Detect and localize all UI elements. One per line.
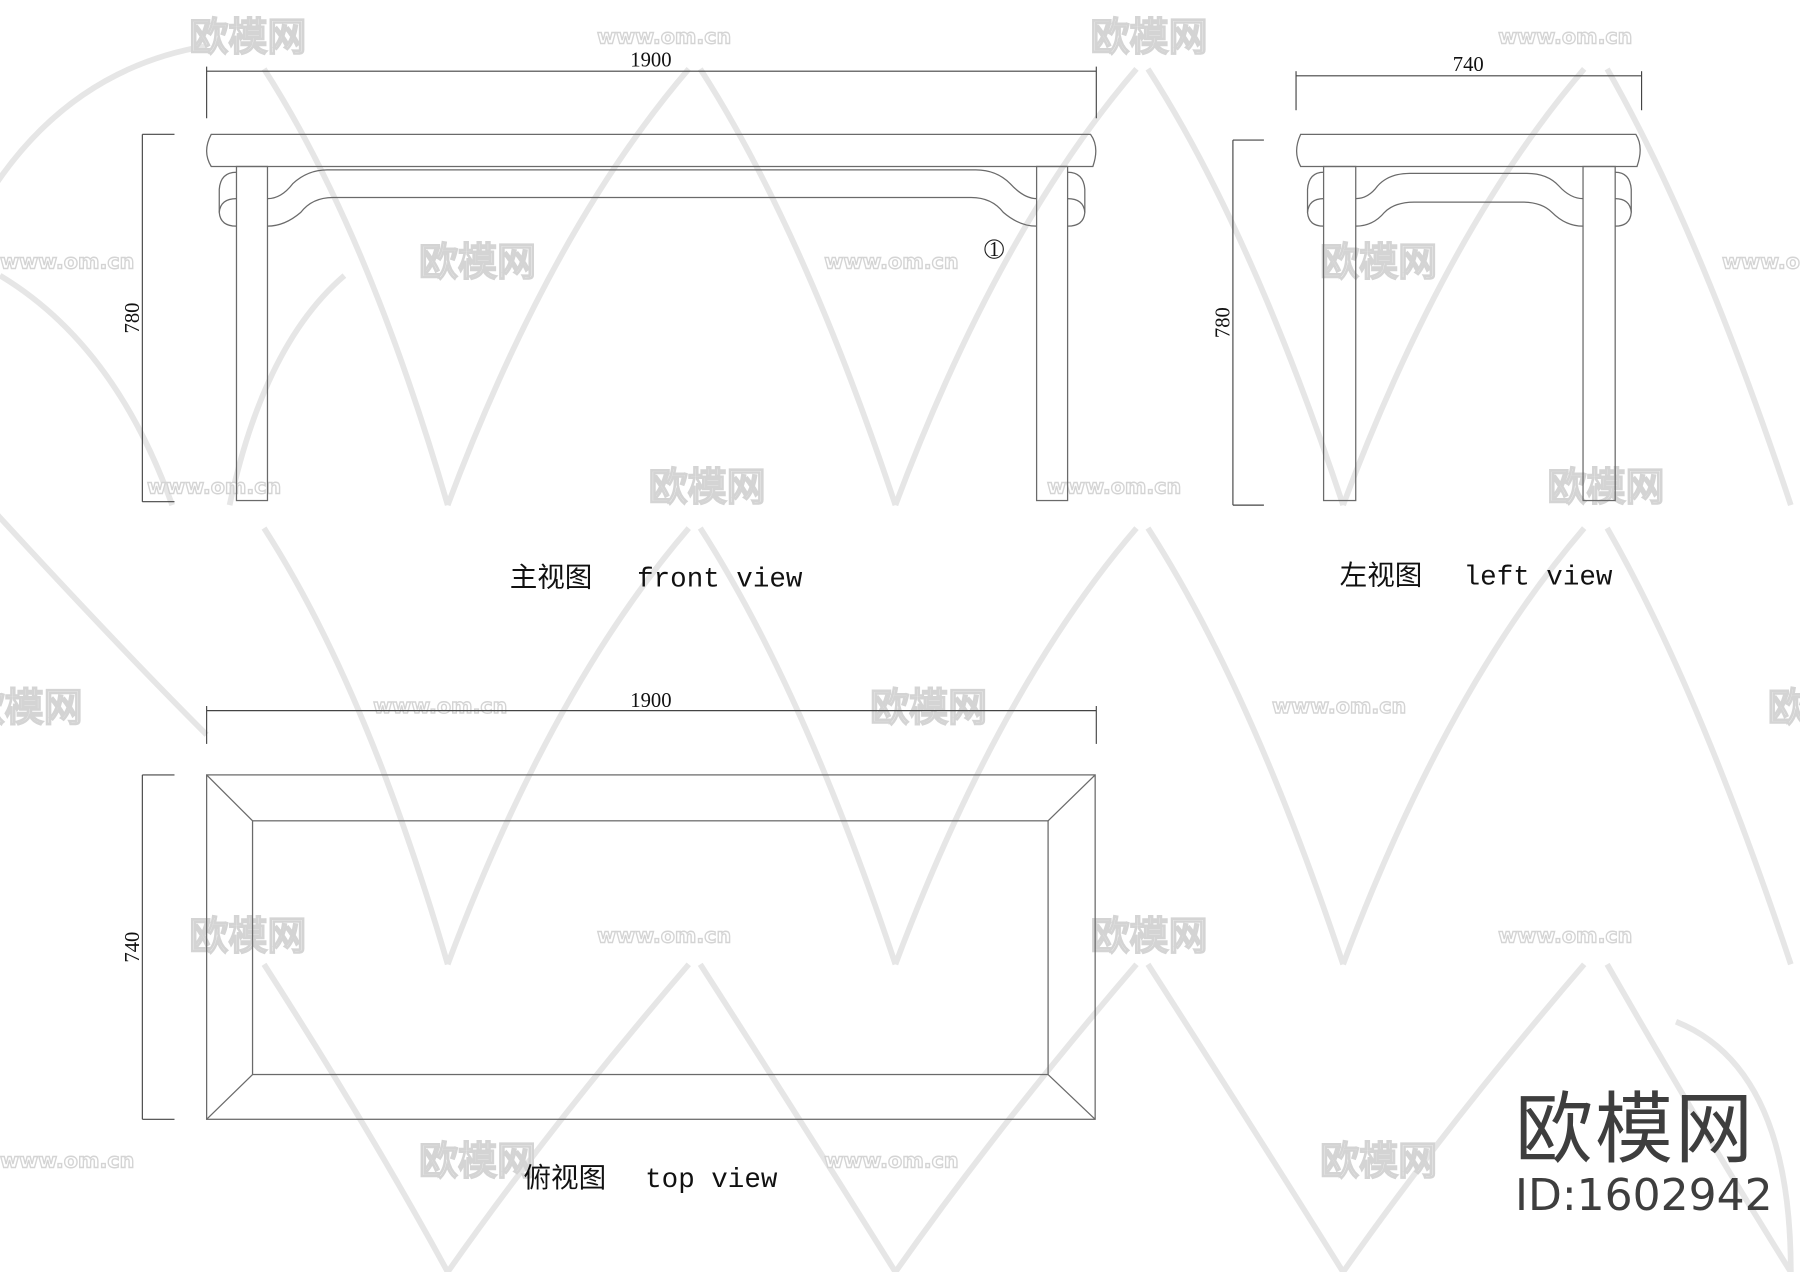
svg-text:欧模网: 欧模网 — [0, 686, 83, 731]
left-view-caption: 左视图 left view — [1340, 559, 1613, 593]
left-view: 740 780 左视图 left view — [1212, 54, 1643, 593]
svg-text:www.om.cn: www.om.cn — [1272, 694, 1406, 718]
top-miter-br — [1047, 1074, 1096, 1120]
svg-text:欧模网: 欧模网 — [1547, 466, 1664, 511]
front-left-leg — [235, 165, 269, 502]
part-marker-1: 1 — [984, 239, 1004, 261]
top-width-dimension: 1900 — [206, 690, 1097, 744]
front-apron-upper — [267, 169, 1037, 200]
front-view: 1900 780 1 主视图 front view — [122, 50, 1097, 596]
left-height-dimension: 780 — [1212, 139, 1264, 506]
svg-text:欧模网: 欧模网 — [419, 241, 536, 286]
svg-text:www.om.cn: www.om.cn — [0, 250, 134, 274]
top-view: 1900 740 俯视图 top view — [122, 690, 1097, 1196]
front-right-leg — [1035, 165, 1069, 502]
left-back-wrap — [1615, 171, 1632, 227]
top-miter-bl — [206, 1074, 253, 1120]
left-apron-upper — [1355, 172, 1584, 200]
top-height-dimension: 740 — [122, 774, 175, 1120]
front-view-caption: 主视图 front view — [510, 562, 803, 596]
svg-text:www.om.cn: www.om.cn — [824, 250, 958, 274]
front-apron-lower — [267, 196, 1037, 227]
svg-text:www.om.cn: www.om.cn — [824, 1149, 958, 1173]
svg-text:俯视图: 俯视图 — [523, 1162, 606, 1194]
brand-stamp: 欧模网 ID:1602942 — [1515, 1088, 1773, 1220]
left-front-wrap-inner — [1306, 197, 1324, 213]
top-view-caption: 俯视图 top view — [523, 1162, 777, 1196]
svg-text:www.om.cn: www.om.cn — [597, 25, 731, 49]
svg-text:www.om.cn: www.om.cn — [147, 475, 281, 499]
svg-text:欧模网: 欧模网 — [649, 466, 766, 511]
svg-text:欧模网: 欧模网 — [870, 686, 987, 731]
svg-text:欧模网: 欧模网 — [189, 914, 306, 959]
svg-text:1900: 1900 — [630, 690, 671, 712]
front-width-dimension: 1900 — [206, 50, 1097, 119]
svg-text:www.om.cn: www.om.cn — [1498, 924, 1632, 948]
left-front-leg — [1322, 165, 1357, 502]
svg-text:www.om.cn: www.om.cn — [0, 1149, 134, 1173]
svg-text:1900: 1900 — [630, 50, 671, 72]
top-outer-frame — [206, 774, 1096, 1120]
front-left-wrap — [218, 171, 237, 227]
front-left-wrap-inner — [218, 197, 237, 213]
left-back-wrap-inner — [1615, 197, 1632, 213]
svg-text:www.om.cn: www.om.cn — [1498, 25, 1632, 49]
left-apron-lower — [1355, 201, 1584, 227]
watermark-text: 欧模网 www.om.cn 欧模网 www.om.cn www.om.cn 欧模… — [0, 15, 1800, 1185]
svg-text:www.om.cn: www.om.cn — [1047, 475, 1181, 499]
top-miter-tr — [1047, 774, 1096, 822]
svg-text:1: 1 — [989, 239, 999, 261]
front-right-wrap-inner — [1067, 197, 1086, 213]
svg-text:front view: front view — [637, 565, 803, 596]
svg-text:740: 740 — [122, 932, 144, 963]
svg-text:欧模网: 欧模网 — [1768, 686, 1800, 731]
svg-text:780: 780 — [1212, 307, 1234, 338]
svg-text:740: 740 — [1453, 54, 1484, 76]
left-tabletop — [1295, 133, 1641, 168]
svg-text:780: 780 — [122, 303, 144, 334]
model-id: ID:1602942 — [1515, 1170, 1773, 1221]
top-inner-panel — [251, 820, 1049, 1076]
svg-text:欧模网: 欧模网 — [1091, 16, 1208, 61]
left-back-leg — [1582, 165, 1616, 502]
svg-text:左视图: 左视图 — [1340, 559, 1423, 591]
svg-text:top view: top view — [645, 1165, 778, 1196]
front-height-dimension: 780 — [122, 133, 175, 503]
front-tabletop — [206, 133, 1097, 168]
svg-text:www.om.cn: www.om.cn — [597, 924, 731, 948]
svg-text:www.om.cn: www.om.cn — [1722, 250, 1800, 274]
svg-text:欧模网: 欧模网 — [1320, 1139, 1437, 1184]
svg-text:欧模网: 欧模网 — [189, 16, 306, 61]
front-right-wrap — [1067, 171, 1086, 227]
brand-name: 欧模网 — [1515, 1085, 1756, 1175]
svg-text:left view: left view — [1464, 562, 1613, 593]
svg-text:欧模网: 欧模网 — [1320, 241, 1437, 286]
svg-text:欧模网: 欧模网 — [1091, 914, 1208, 959]
left-front-wrap — [1306, 171, 1324, 227]
svg-text:欧模网: 欧模网 — [419, 1139, 536, 1184]
top-miter-tl — [206, 774, 253, 822]
watermark-arcs — [0, 43, 1794, 1272]
svg-text:主视图: 主视图 — [510, 562, 593, 594]
svg-text:www.om.cn: www.om.cn — [373, 694, 507, 718]
left-width-dimension: 740 — [1295, 54, 1643, 111]
